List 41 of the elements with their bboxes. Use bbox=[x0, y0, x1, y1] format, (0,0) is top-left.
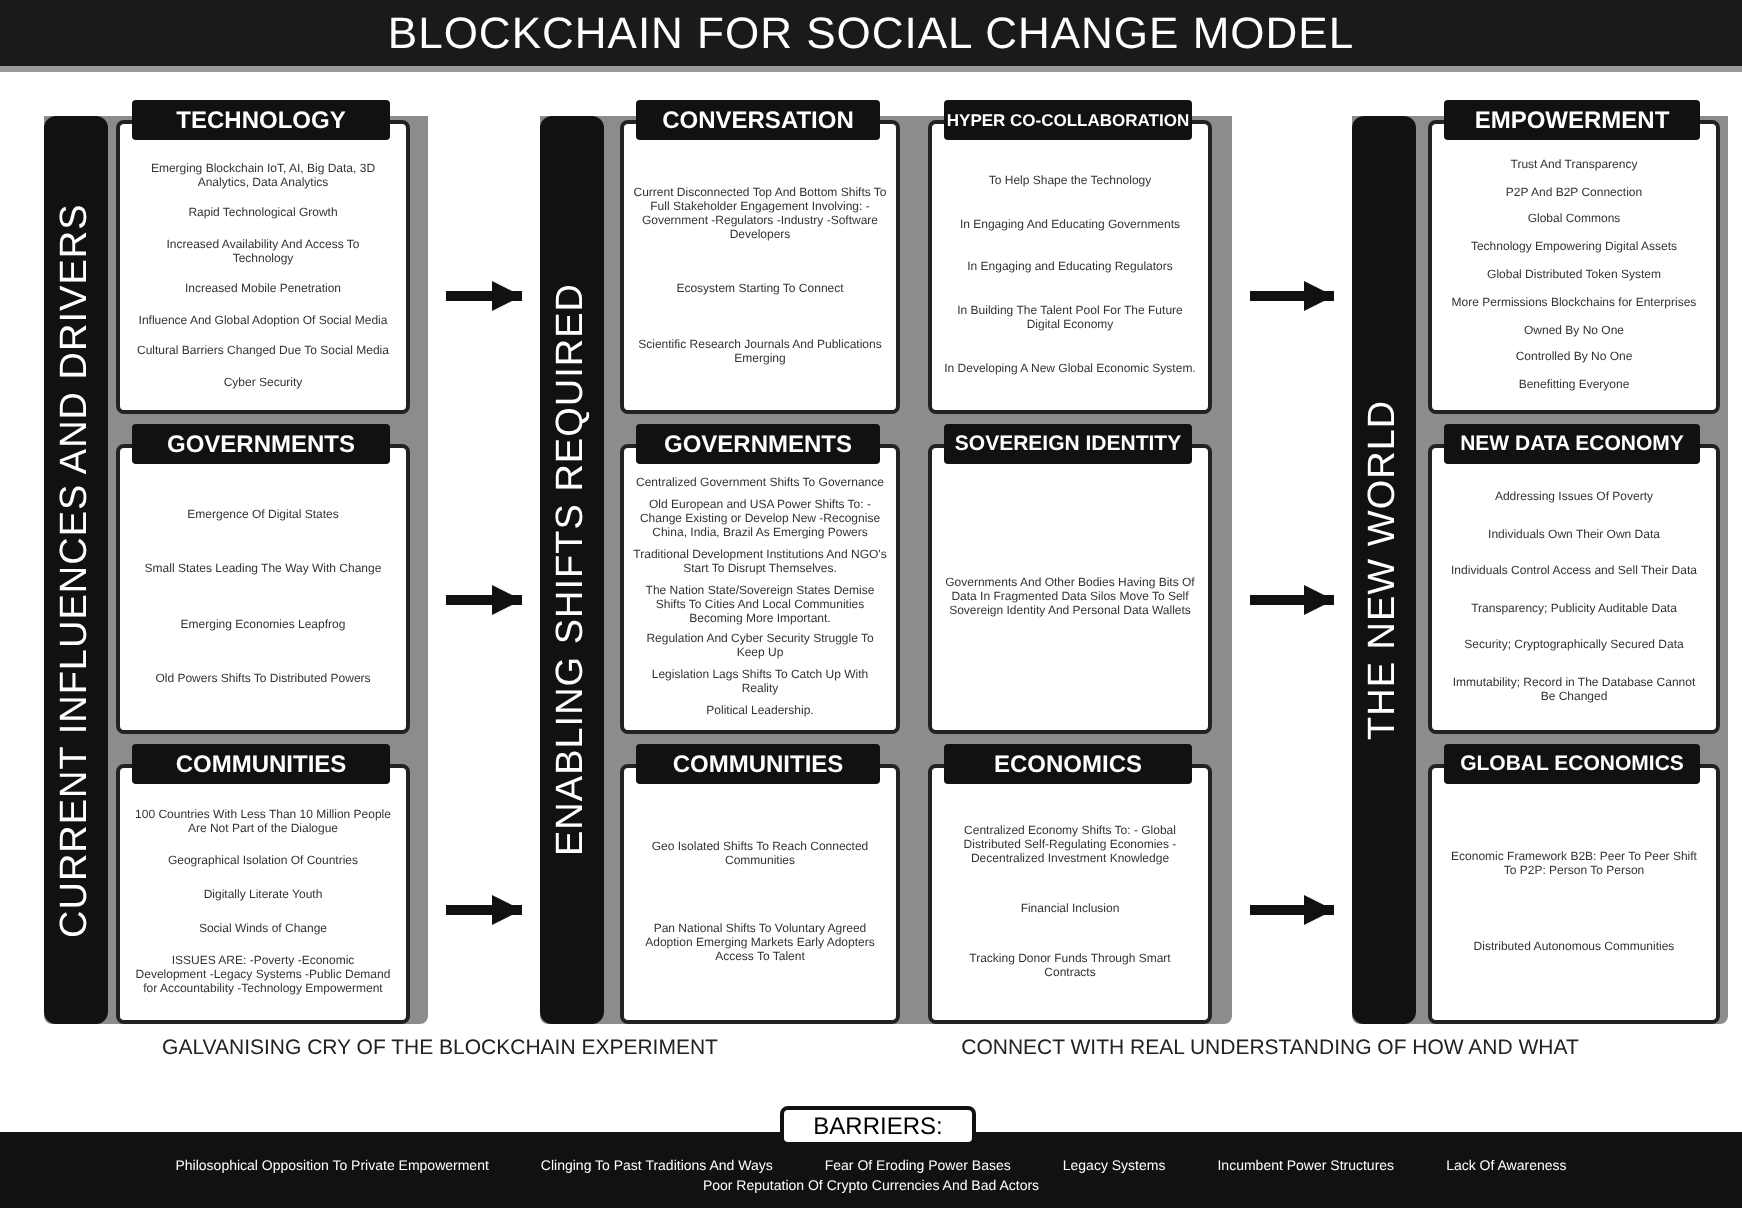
category-card bbox=[116, 424, 410, 734]
section-heading: SOVEREIGN IDENTITY bbox=[944, 424, 1192, 464]
vertical-title: ENABLING SHIFTS REQUIRED bbox=[540, 116, 604, 1024]
section-panel bbox=[44, 100, 428, 1024]
section-heading: HYPER CO-COLLABORATION bbox=[944, 100, 1192, 140]
section-heading: GLOBAL ECONOMICS bbox=[1444, 744, 1700, 784]
caption-text: GALVANISING CRY OF THE BLOCKCHAIN EXPERIMENT bbox=[160, 1036, 720, 1060]
category-card bbox=[116, 744, 410, 1024]
barriers-band bbox=[0, 1106, 1742, 1208]
category-card bbox=[928, 424, 1212, 734]
arrow bbox=[1250, 281, 1334, 311]
title: BLOCKCHAIN FOR SOCIAL CHANGE MODEL bbox=[387, 7, 1355, 59]
section-heading: NEW DATA ECONOMY bbox=[1444, 424, 1700, 464]
section-heading: EMPOWERMENT bbox=[1444, 100, 1700, 140]
vertical-title: CURRENT INFLUENCES AND DRIVERS bbox=[44, 116, 108, 1024]
category-card bbox=[1428, 100, 1720, 414]
section-heading: COMMUNITIES bbox=[636, 744, 880, 784]
category-card bbox=[1428, 744, 1720, 1024]
category-card bbox=[928, 744, 1212, 1024]
section-heading: GOVERNMENTS bbox=[132, 424, 390, 464]
category-card bbox=[928, 100, 1212, 414]
arrow bbox=[446, 281, 522, 311]
section-panel bbox=[1352, 100, 1728, 1024]
section-heading: ECONOMICS bbox=[944, 744, 1192, 784]
section-heading: COMMUNITIES bbox=[132, 744, 390, 784]
arrow bbox=[446, 895, 522, 925]
category-card bbox=[1428, 424, 1720, 734]
category-card bbox=[116, 100, 410, 414]
arrow bbox=[446, 585, 522, 615]
section-heading: CONVERSATION bbox=[636, 100, 880, 140]
caption-text: CONNECT WITH REAL UNDERSTANDING OF HOW AND WHAT bbox=[959, 1036, 1581, 1060]
arrow bbox=[1250, 895, 1334, 925]
category-card bbox=[620, 744, 900, 1024]
section-heading: TECHNOLOGY bbox=[132, 100, 390, 140]
section-heading: BARRIERS: bbox=[780, 1106, 976, 1146]
category-card bbox=[620, 100, 900, 414]
section-panel bbox=[540, 100, 1232, 1024]
vertical-title: THE NEW WORLD bbox=[1352, 116, 1416, 1024]
section-heading: GOVERNMENTS bbox=[636, 424, 880, 464]
category-card bbox=[620, 424, 900, 734]
arrow bbox=[1250, 585, 1334, 615]
